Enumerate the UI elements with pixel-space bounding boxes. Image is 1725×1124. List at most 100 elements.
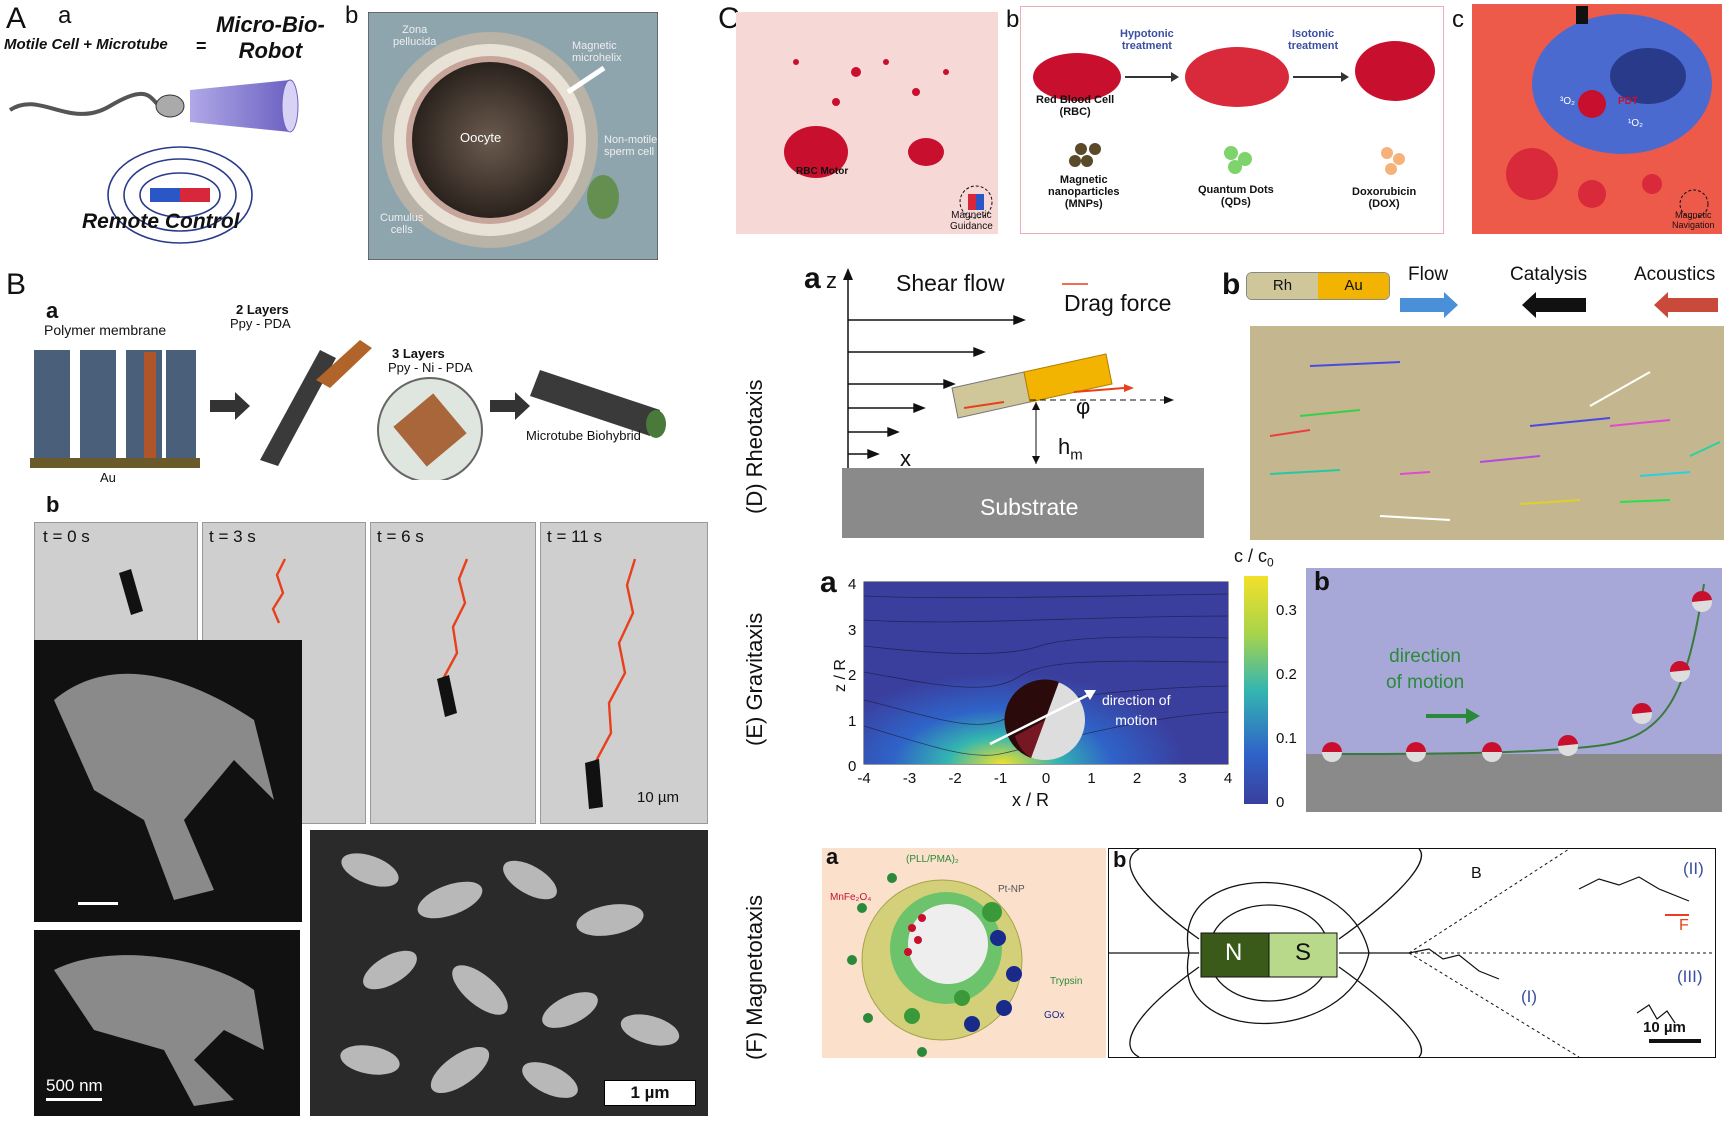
x-tick-label: -3	[903, 770, 916, 787]
y-tick-label: 1	[848, 713, 856, 730]
acoustics-arrow	[1654, 292, 1718, 318]
x-tick-label: -1	[994, 770, 1007, 787]
mnp-label: Magneticnanoparticles(MNPs)	[1048, 174, 1120, 210]
rod-rh-segment	[952, 372, 1030, 418]
singlet-oxygen-label: ¹O₂	[1628, 118, 1643, 129]
acoustics-label: Acoustics	[1634, 264, 1715, 286]
trypsin-label: Trypsin	[1050, 976, 1082, 987]
gox-label: GOx	[1044, 1010, 1065, 1021]
biohybrid-label: Microtube Biohybrid	[526, 428, 641, 443]
rh-segment-label: Rh	[1247, 273, 1318, 299]
panel-f-sub-a: a	[826, 844, 838, 870]
y-tick-label: 2	[848, 667, 856, 684]
timelapse-frame-11: t = 11 s 10 µm	[540, 522, 708, 824]
panel-c-sub-b: b	[1006, 6, 1019, 34]
gravitaxis-trajectory-panel: b directionof motion	[1306, 568, 1722, 812]
y-tick-label: 3	[848, 622, 856, 639]
rheotaxis-side-label: (D) Rheotaxis	[742, 380, 768, 514]
trajectory-ii-label: (II)	[1683, 859, 1704, 879]
magnetic-navigation-label: MagneticNavigation	[1672, 210, 1715, 230]
panel-b-sub-b: b	[46, 492, 59, 518]
ppy-ni-pda-label: Ppy - Ni - PDA	[388, 360, 473, 375]
sphere-positions	[1322, 591, 1712, 762]
magnet-blue-half	[150, 188, 180, 202]
micro-bio-robot-label: Micro-Bio- Robot	[216, 12, 325, 64]
colorbar-tick-label: 0	[1276, 794, 1284, 811]
triplet-oxygen-label: ³O₂	[1560, 96, 1575, 107]
isotonic-label: Isotonictreatment	[1288, 28, 1338, 52]
three-layers-label: 3 Layers	[392, 346, 445, 361]
rheotaxis-trajectories	[1250, 326, 1724, 540]
trajectory-ii	[1579, 877, 1689, 901]
sem-image-tube-large	[34, 640, 302, 922]
scale-10um-f-label: 10 µm	[1643, 1019, 1686, 1036]
magnetotaxis-side-label: (F) Magnetotaxis	[742, 895, 768, 1060]
rod-au-segment	[1024, 354, 1112, 402]
magnet-red-half	[180, 188, 210, 202]
y-tick-label: 0	[848, 758, 856, 775]
au-segment-label: Au	[1318, 273, 1389, 299]
timelapse-frame-6: t = 6 s	[370, 522, 536, 824]
sperm-microtube-illustration	[0, 70, 350, 270]
y-ticks: 01234	[844, 578, 864, 768]
magnetic-field-diagram: b N S B F (I) (II) (III) 10 µm	[1108, 848, 1716, 1058]
gravitaxis-side-label: (E) Gravitaxis	[742, 613, 768, 746]
magnetic-guidance-label: MagneticGuidance	[950, 210, 993, 232]
oocyte-label: Oocyte	[460, 130, 501, 145]
qd-label: Quantum Dots(QDs)	[1198, 184, 1274, 208]
panel-a-label: A	[6, 2, 26, 36]
colorbar	[1244, 576, 1268, 804]
polymer-membrane-label: Polymer membrane	[44, 322, 166, 338]
x-tick-label: 2	[1133, 770, 1141, 787]
flow-catalysis-acoustics-arrows	[1396, 290, 1722, 320]
colorbar-tick-label: 0.2	[1276, 666, 1297, 683]
motile-cell-label: Motile Cell + Microtube	[4, 36, 168, 53]
two-layers-label: 2 Layers	[236, 302, 289, 317]
fabrication-diagram	[20, 340, 710, 480]
pll-pma-label: (PLL/PMA)₂	[906, 854, 959, 865]
sem-image-tube-small: 500 nm	[34, 930, 300, 1116]
rh-au-rod: Rh Au	[1246, 272, 1390, 300]
dox-label: Doxorubicin(DOX)	[1352, 186, 1416, 210]
drag-force-label: Drag force	[1064, 290, 1171, 317]
sem-image-bacteria: 1 µm	[310, 830, 708, 1116]
panel-e-sub-b: b	[1314, 566, 1330, 597]
x-tick-label: -4	[857, 770, 870, 787]
catalysis-arrow	[1522, 292, 1586, 318]
arrow-2	[490, 392, 530, 420]
x-tick-label: -2	[948, 770, 961, 787]
shear-flow-label: Shear flow	[896, 270, 1005, 297]
panel-a-sub-a: a	[58, 2, 71, 30]
substrate-label: Substrate	[980, 494, 1078, 521]
trajectory-i-label: (I)	[1521, 987, 1537, 1007]
panel-f-sub-b: b	[1113, 847, 1126, 873]
n-pole-label: N	[1225, 939, 1242, 967]
two-layer-tube	[260, 350, 336, 466]
x-tick-label: 1	[1087, 770, 1095, 787]
scale-10um-label: 10 µm	[637, 789, 679, 806]
phi-label: φ	[1076, 394, 1090, 420]
mnfe2o4-label: MnFe₂O₄	[830, 892, 871, 903]
panel-e-sub-a: a	[820, 566, 837, 600]
x-over-r-xlabel: x / R	[1012, 790, 1049, 811]
flow-label: Flow	[1408, 264, 1448, 286]
flow-arrow	[1400, 292, 1458, 318]
remote-control-label: Remote Control	[82, 210, 240, 234]
zona-pellucida-label: Zonapellucida	[393, 24, 436, 48]
panel-b-sub-a: a	[46, 298, 58, 324]
microtube-biohybrid	[530, 370, 660, 436]
hm-label: hm	[1058, 434, 1083, 463]
f-vector-label: F	[1679, 917, 1689, 935]
ppy-pda-label: Ppy - PDA	[230, 316, 291, 331]
catalysis-label: Catalysis	[1510, 264, 1587, 286]
cell-navigation-illustration	[1472, 4, 1722, 234]
membrane-pillars	[34, 350, 196, 458]
colorbar-label: c / c0	[1234, 546, 1274, 570]
colorbar-tick-label: 0.1	[1276, 730, 1297, 747]
panel-d-sub-a: a	[804, 262, 821, 296]
